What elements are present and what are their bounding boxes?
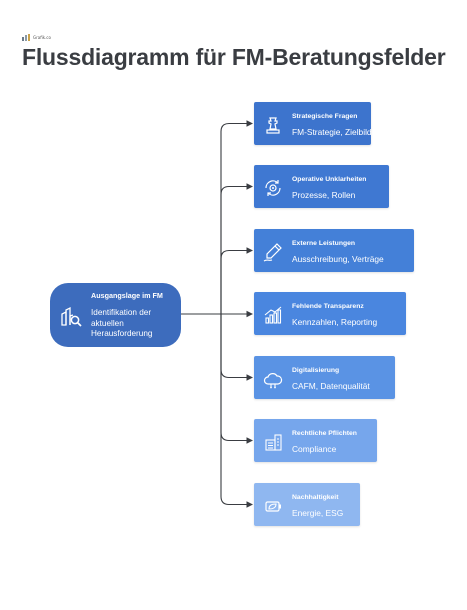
branch-missing-transparency: Fehlende Transparenz Kennzahlen, Reporti…: [254, 292, 406, 335]
source-node: Ausgangslage im FM Identifikation der ak…: [50, 283, 181, 347]
branch-external-services: Externe Leistungen Ausschreibung, Verträ…: [254, 229, 414, 272]
branch-text: Energie, ESG: [292, 508, 344, 518]
branch-heading: Fehlende Transparenz: [292, 303, 364, 310]
branch-strategic-questions: Strategische Fragen FM-Strategie, Zielbi…: [254, 102, 372, 145]
branch-text: FM-Strategie, Zielbild: [292, 127, 372, 137]
branch-operative-unclarities: Operative Unklarheiten Prozesse, Rollen: [254, 165, 389, 208]
logo-text: Grafik.co: [33, 35, 51, 40]
branch-heading: Operative Unklarheiten: [292, 176, 367, 183]
battery-leaf-icon: [265, 501, 281, 512]
branch-text: Compliance: [292, 444, 337, 454]
connector-arrow: [220, 247, 254, 314]
brand-logo: Grafik.co: [22, 34, 51, 41]
branch-sustainability: Nachhaltigkeit Energie, ESG: [254, 483, 360, 526]
branch-heading: Rechtliche Pflichten: [292, 430, 357, 437]
gear-cycle-icon: [265, 180, 281, 196]
branch-digitalization: Digitalisierung CAFM, Datenqualität: [254, 356, 395, 399]
connector-arrow: [220, 183, 254, 314]
branch-text: Kennzahlen, Reporting: [292, 317, 378, 327]
source-heading: Ausgangslage im FM: [91, 291, 163, 300]
pen-icon: [263, 243, 282, 262]
connector-arrow: [220, 120, 254, 314]
logo-icon: [22, 34, 30, 41]
documents-icon: [265, 434, 282, 451]
branch-legal-obligations: Rechtliche Pflichten Compliance: [254, 419, 377, 462]
analysis-icon: [61, 306, 82, 327]
branch-heading: Nachhaltigkeit: [292, 494, 339, 501]
cloud-icon: [263, 373, 283, 389]
branch-text: Ausschreibung, Verträge: [292, 254, 384, 264]
connector-arrow: [220, 314, 254, 508]
source-text: Identifikation der aktuellen Herausforde…: [91, 308, 153, 338]
chess-icon: [266, 117, 280, 134]
connector-arrow: [220, 314, 254, 381]
branch-heading: Digitalisierung: [292, 367, 340, 374]
branch-text: CAFM, Datenqualität: [292, 381, 370, 391]
page-title: Flussdiagramm für FM-Beratungsfelder: [22, 44, 446, 70]
branch-heading: Strategische Fragen: [292, 113, 358, 120]
bar-chart-icon: [264, 306, 282, 324]
branch-text: Prozesse, Rollen: [292, 190, 356, 200]
branch-heading: Externe Leistungen: [292, 240, 356, 247]
